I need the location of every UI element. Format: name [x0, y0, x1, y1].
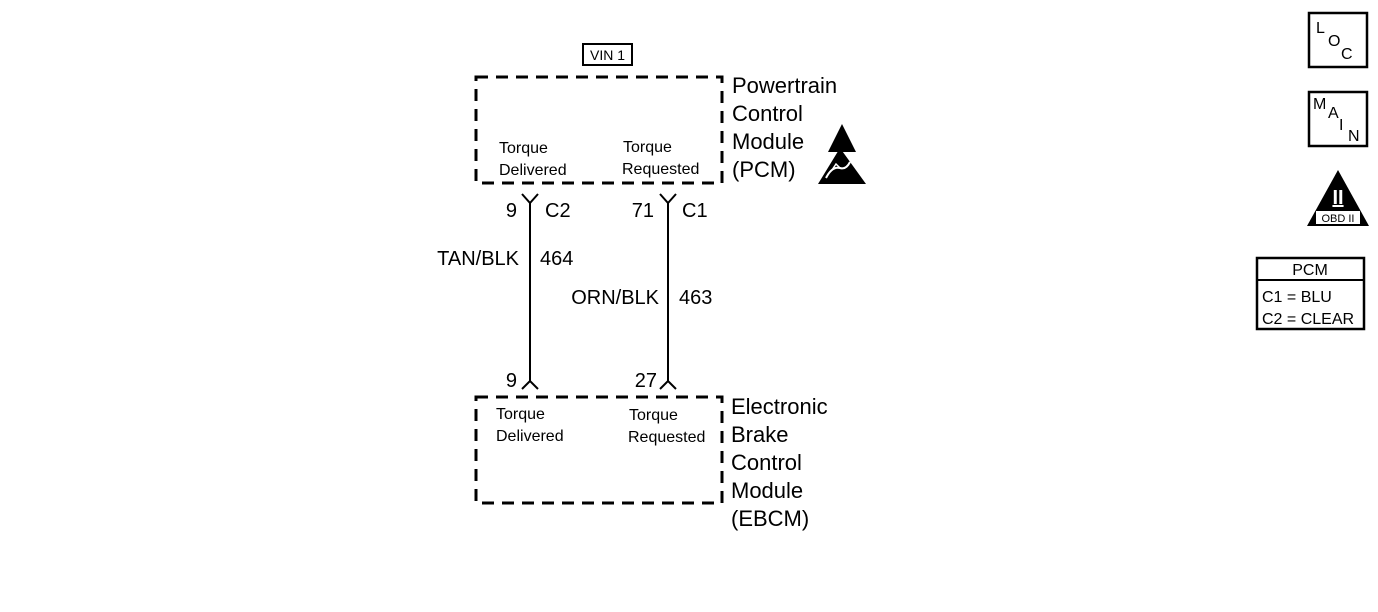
ebcm-right-pin-label-2: Requested [628, 429, 705, 446]
ebcm-pin-9-connector-symbol [521, 379, 539, 390]
pcm-c1-connector-symbol [659, 193, 677, 205]
loc-letter-o: O [1328, 33, 1340, 50]
pcm-pin-71: 71 [632, 200, 654, 222]
wire-color-orn-blk: ORN/BLK [571, 287, 659, 309]
pcm-name-line-3: Module [732, 129, 804, 154]
pcm-left-pin-label-1: Torque [499, 140, 548, 157]
wire-color-tan-blk: TAN/BLK [437, 248, 520, 270]
pcm-legend-title: PCM [1292, 262, 1328, 279]
ebcm-left-pin-label-1: Torque [496, 406, 545, 423]
ebcm-right-pin-label-1: Torque [629, 407, 678, 424]
pcm-connector-legend: PCM C1 = BLU C2 = CLEAR [1255, 256, 1366, 331]
ebcm-name-line-4: Module [731, 478, 803, 503]
loc-letter-c: C [1341, 46, 1353, 63]
main-letter-i: I [1339, 117, 1343, 134]
obd-ii-numeral: II [1332, 187, 1343, 209]
vin-tag-box [582, 43, 633, 66]
loc-letter-l: L [1316, 20, 1325, 37]
pcm-pin-9: 9 [506, 200, 517, 222]
pcm-right-pin-label-1: Torque [623, 139, 672, 156]
obd-ii-button[interactable]: II OBD II [1307, 170, 1369, 226]
pcm-c2-connector-symbol [521, 193, 539, 205]
ebcm-name-line-3: Control [731, 450, 802, 475]
ebcm-name-line-2: Brake [731, 422, 788, 447]
ebcm-left-pin-label-2: Delivered [496, 428, 564, 445]
esd-warning-icon [818, 124, 866, 184]
ebcm-name-line-5: (EBCM) [731, 506, 809, 531]
wire-circuit-463: 463 [679, 287, 712, 309]
pcm-right-pin-label-2: Requested [622, 161, 699, 178]
ebcm-pin-9: 9 [506, 370, 517, 392]
wire-circuit-464: 464 [540, 248, 573, 270]
pcm-name-line-2: Control [732, 101, 803, 126]
loc-button[interactable]: L O C [1307, 11, 1369, 69]
pcm-legend-row-c1: C1 = BLU [1262, 289, 1332, 306]
pcm-left-pin-label-2: Delivered [499, 162, 567, 179]
pcm-legend-row-c2: C2 = CLEAR [1262, 311, 1354, 328]
main-letter-n: N [1348, 128, 1360, 145]
ebcm-pin-27: 27 [635, 370, 657, 392]
main-button[interactable]: M A I N [1307, 90, 1369, 148]
vin-tag-label: VIN 1 [590, 47, 625, 63]
ebcm-pin-27-connector-symbol [659, 379, 677, 390]
ebcm-module-box[interactable] [474, 395, 724, 505]
obd-ii-label: OBD II [1321, 213, 1354, 225]
pcm-connector-c2: C2 [545, 200, 571, 222]
pcm-name-line-1: Powertrain [732, 73, 837, 98]
pcm-connector-c1: C1 [682, 200, 708, 222]
main-letter-a: A [1328, 105, 1339, 122]
pcm-module-box[interactable] [474, 75, 724, 185]
main-letter-m: M [1313, 96, 1326, 113]
ebcm-name-line-1: Electronic [731, 394, 828, 419]
pcm-name-line-4: (PCM) [732, 157, 796, 182]
